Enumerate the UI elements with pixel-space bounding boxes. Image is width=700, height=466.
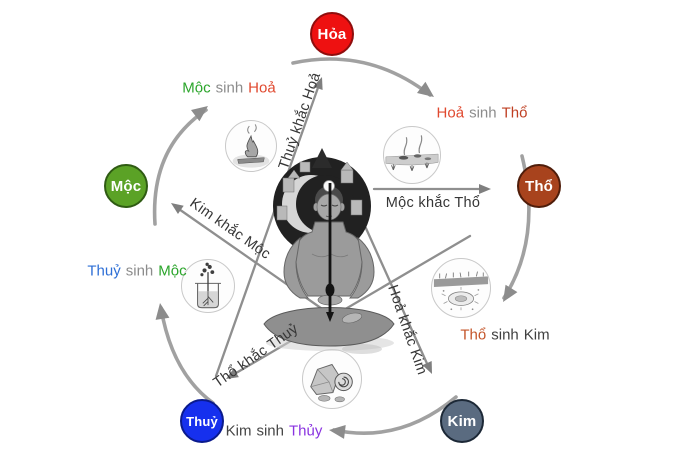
- arrow-kim-to-thuy: [332, 395, 458, 435]
- fire-sketch: [225, 120, 277, 172]
- word-moc: Mộc: [182, 79, 211, 97]
- badge-tho: Thổ: [517, 164, 561, 208]
- plant-in-beaker-drawing: [195, 262, 221, 309]
- badge-moc: Mộc: [104, 164, 148, 208]
- earth-soil-drawing: [433, 271, 489, 311]
- word-sinh: sinh: [125, 262, 154, 280]
- ushnisha-bun-icon: [323, 180, 335, 192]
- earth-soil-sketch: [431, 258, 491, 318]
- label-moc-khac-tho: Mộc khắc Thổ: [385, 195, 481, 211]
- word-sinh: sinh: [469, 104, 497, 122]
- word-tho: Thổ: [460, 326, 487, 344]
- badge-hoa: Hỏa: [310, 12, 354, 56]
- label-hoa-khac-kim: Hoả khắc Kim: [384, 283, 430, 377]
- halo-spire-icon: [312, 148, 332, 168]
- word-sinh: sinh: [215, 79, 244, 97]
- figure-head: [313, 180, 345, 221]
- badge-thuy: Thuỷ: [180, 399, 224, 443]
- badge-kim: Kim: [440, 399, 484, 443]
- burning-field-drawing: [385, 135, 439, 172]
- word-kim: Kim: [225, 422, 252, 440]
- word-tho: Thổ: [501, 104, 528, 122]
- arrow-thuy-to-moc: [159, 306, 215, 405]
- word-thuy: Thủy: [289, 422, 323, 440]
- fire-sketch-drawing: [232, 124, 270, 168]
- metal-ore-drawing: [310, 363, 353, 403]
- word-thuy: Thuỷ: [87, 262, 121, 280]
- word-hoa: Hoả: [248, 79, 276, 97]
- hands-in-lap: [317, 294, 343, 306]
- word-sinh: sinh: [256, 422, 285, 440]
- burning-field-sketch: [383, 126, 441, 184]
- word-sinh: sinh: [491, 326, 519, 344]
- word-moc: Mộc: [158, 262, 187, 280]
- word-kim: Kim: [523, 326, 550, 344]
- label-thuy-khac-hoa: Thuỷ khắc Hoả: [275, 70, 325, 172]
- label-tho-khac-thuy: Thổ khắc Thuỷ: [210, 320, 302, 392]
- word-hoa: Hoả: [436, 104, 465, 122]
- metal-ore-sketch: [302, 349, 362, 409]
- central-channel-line: [325, 183, 335, 322]
- label-kim-khac-moc: Kim khắc Mộc: [186, 195, 274, 263]
- plant-in-beaker-sketch: [181, 259, 235, 313]
